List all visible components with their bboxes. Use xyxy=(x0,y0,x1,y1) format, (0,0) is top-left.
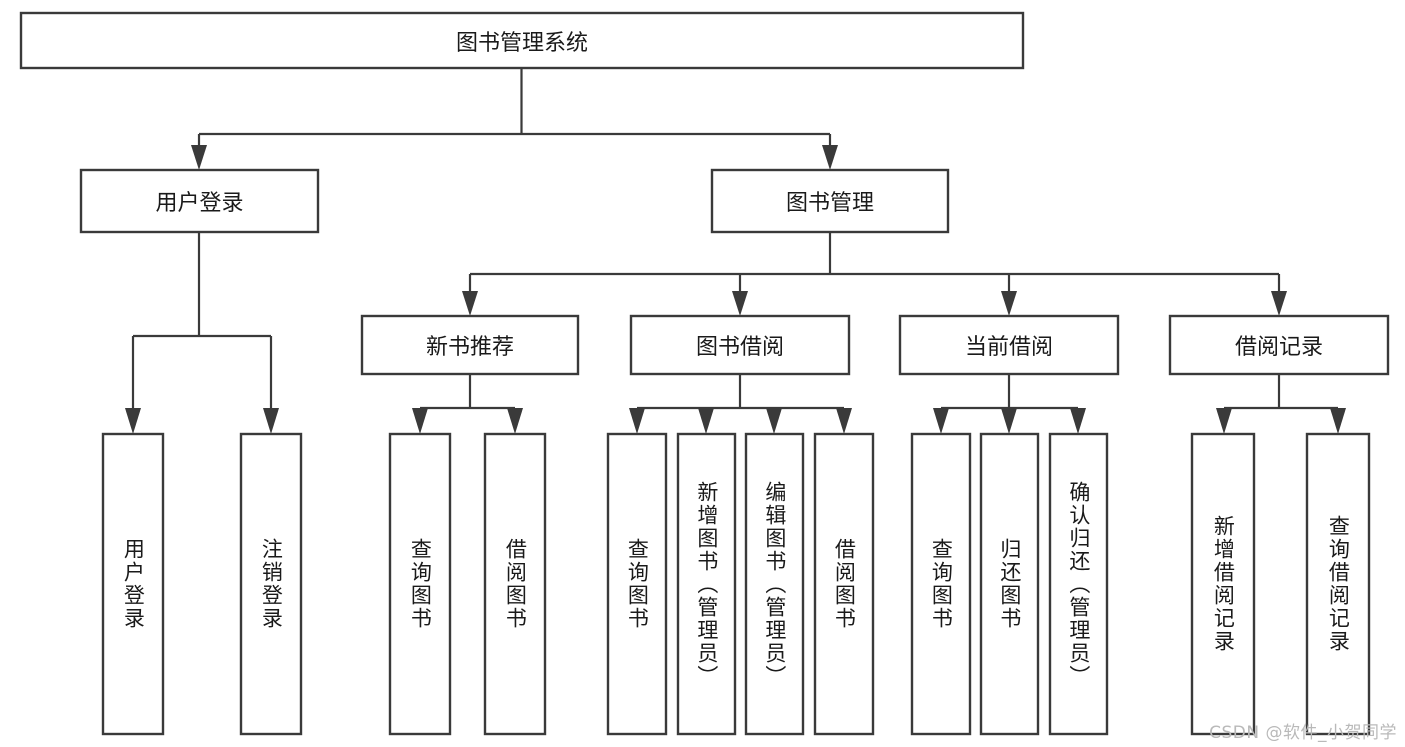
connector-group-new-book-recommend xyxy=(412,374,523,434)
arrowhead-cb-leaf-2 xyxy=(1001,408,1017,434)
node-box-ul-leaf-1[interactable] xyxy=(101,432,165,736)
node-box-bb-leaf-3[interactable] xyxy=(744,432,805,736)
arrowhead-br-leaf-1 xyxy=(1216,408,1232,434)
arrowhead-current-borrow xyxy=(1001,291,1017,316)
node-box-root[interactable] xyxy=(19,11,1025,70)
node-box-new-book-recommend[interactable] xyxy=(360,314,580,376)
connector-group-root xyxy=(191,68,838,170)
node-box-current-borrow[interactable] xyxy=(898,314,1120,376)
node-box-bb-leaf-1[interactable] xyxy=(606,432,668,736)
arrowhead-nbr-leaf-1 xyxy=(412,408,428,434)
arrowhead-user-login xyxy=(191,145,207,170)
node-box-bb-leaf-2[interactable] xyxy=(676,432,737,736)
node-box-book-manage[interactable] xyxy=(710,168,950,234)
arrowhead-bb-leaf-2 xyxy=(698,408,714,434)
node-box-ul-leaf-2[interactable] xyxy=(239,432,303,736)
arrowhead-cb-leaf-3 xyxy=(1070,408,1086,434)
node-box-cb-leaf-1[interactable] xyxy=(910,432,972,736)
watermark-text: CSDN @软件_小贺同学 xyxy=(1209,723,1397,743)
connector-group-book-borrow xyxy=(629,374,852,434)
arrowhead-bb-leaf-3 xyxy=(766,408,782,434)
arrowhead-ul-leaf-2 xyxy=(263,408,279,434)
connector-group-user-login xyxy=(125,232,279,434)
node-box-user-login[interactable] xyxy=(79,168,320,234)
connector-group-current-borrow xyxy=(933,374,1086,434)
node-box-br-leaf-2[interactable] xyxy=(1305,432,1371,736)
node-box-bb-leaf-4[interactable] xyxy=(813,432,875,736)
node-box-nbr-leaf-2[interactable] xyxy=(483,432,547,736)
connector-group-book-manage xyxy=(462,232,1287,316)
node-box-borrow-record[interactable] xyxy=(1168,314,1390,376)
arrowhead-bb-leaf-1 xyxy=(629,408,645,434)
arrowhead-nbr-leaf-2 xyxy=(507,408,523,434)
arrowhead-book-manage xyxy=(822,145,838,170)
arrowhead-borrow-record xyxy=(1271,291,1287,316)
node-box-cb-leaf-3[interactable] xyxy=(1048,432,1109,736)
arrowhead-br-leaf-2 xyxy=(1330,408,1346,434)
arrowhead-book-borrow xyxy=(732,291,748,316)
arrowhead-ul-leaf-1 xyxy=(125,408,141,434)
node-box-nbr-leaf-1[interactable] xyxy=(388,432,452,736)
arrowhead-new-book-recommend xyxy=(462,291,478,316)
node-box-cb-leaf-2[interactable] xyxy=(979,432,1040,736)
arrowhead-bb-leaf-4 xyxy=(836,408,852,434)
node-box-br-leaf-1[interactable] xyxy=(1190,432,1256,736)
arrowhead-cb-leaf-1 xyxy=(933,408,949,434)
node-box-book-borrow[interactable] xyxy=(629,314,851,376)
connector-group-borrow-record xyxy=(1216,374,1346,434)
